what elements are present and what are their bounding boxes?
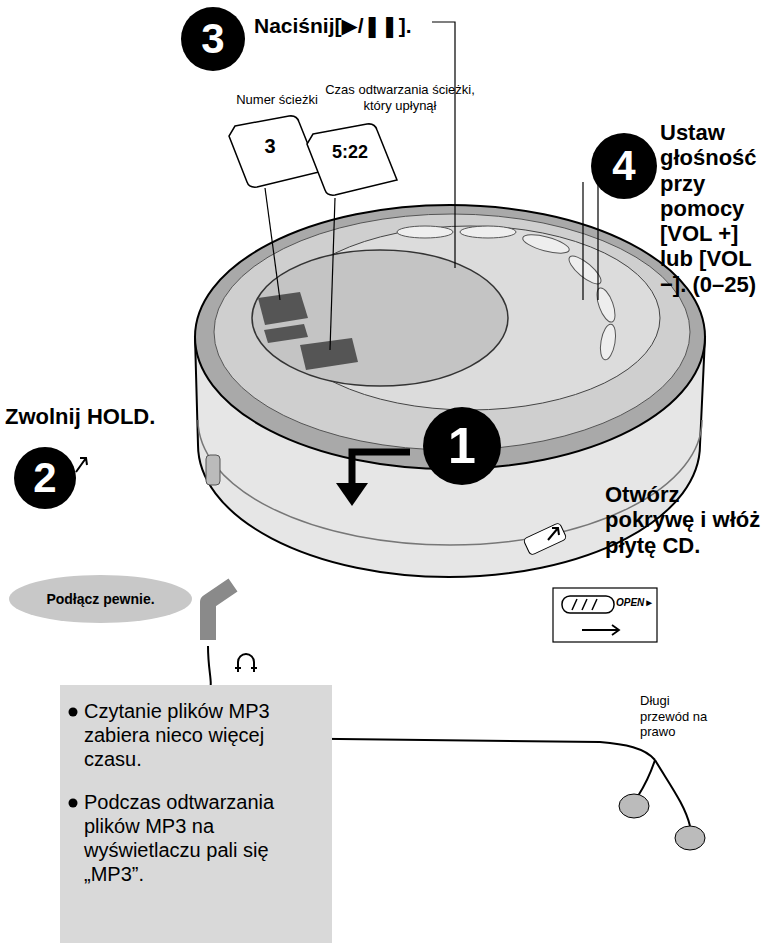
step-callout-shape	[591, 133, 657, 199]
open-arrow	[336, 452, 410, 506]
display-tag-text: Numer ścieżki	[212, 92, 342, 108]
bullet	[69, 799, 78, 808]
step-callout-shape	[181, 7, 245, 71]
cable	[638, 760, 655, 796]
display-area	[252, 250, 508, 386]
step-callout-shape	[423, 407, 501, 485]
step-callout-text: Zwolnij HOLD.	[5, 404, 195, 429]
note-box: Czytanie plików MP3 zabiera nieco więcej…	[60, 685, 332, 943]
display-tag-shape	[307, 124, 397, 195]
bullet	[69, 708, 78, 717]
step-callout: 1Otwórz pokrywę i włóż płytę CD.	[422, 402, 765, 592]
step-callout-text: 4	[590, 132, 658, 200]
display-segment	[264, 324, 308, 343]
button	[593, 286, 618, 325]
display-tag-text: 3	[250, 134, 290, 158]
step-callout-text: 2	[13, 446, 77, 510]
step-callout: Zwolnij HOLD. 2	[5, 400, 195, 520]
slider-knob	[562, 596, 614, 613]
step-callout-text: Naciśnij[▶/❚❚].	[254, 14, 460, 38]
hold-arrow	[76, 458, 87, 472]
display-tag-text: Czas odtwarzania ścieżki, który upłynął	[325, 82, 475, 113]
bracket-line	[582, 182, 583, 300]
button	[460, 226, 516, 238]
leader-line	[330, 198, 335, 350]
plug	[208, 585, 233, 640]
button	[397, 226, 453, 238]
display-tag: Czas odtwarzania ścieżki, który upłynął 5…	[300, 82, 475, 200]
note-box-outline	[60, 685, 332, 943]
headphone-symbol	[235, 654, 257, 672]
cable	[655, 760, 690, 826]
display-tag-shape	[229, 116, 319, 187]
earbud	[675, 826, 705, 850]
inset-arrow	[582, 625, 619, 635]
arrow-shaft	[352, 452, 410, 486]
note-box-text: Podczas odtwarzania plików MP3 na wyświe…	[84, 790, 324, 886]
open-slider	[523, 522, 567, 555]
step-callout-shape	[14, 447, 76, 509]
display-segment	[258, 292, 308, 325]
step-callout: 4Ustaw głośność przy pomocy [VOL +] lub …	[590, 120, 765, 390]
inset-box	[553, 588, 657, 642]
step-callout: 3 Naciśnij[▶/❚❚].	[180, 6, 460, 72]
note-box-text: Czytanie plików MP3 zabiera nieco więcej…	[84, 699, 324, 771]
button	[521, 231, 571, 257]
cable-note: Długi przewód na prawo	[640, 693, 720, 740]
display-tag-text: 5:22	[320, 142, 380, 164]
leader-lines	[265, 22, 598, 350]
slider-hatch	[572, 599, 597, 610]
side-jack	[206, 455, 220, 485]
leader-line	[265, 188, 280, 300]
speech-bubble-shape	[9, 575, 192, 623]
earbud	[619, 794, 649, 818]
bracket-line	[597, 178, 598, 300]
arrow-head	[336, 483, 368, 506]
step-callout-text: Ustaw głośność przy pomocy [VOL +] lub […	[660, 120, 765, 297]
slider-label: OPEN►	[616, 597, 656, 609]
step-callout-text: 1	[422, 406, 502, 486]
slider-arrow	[548, 528, 559, 540]
note-box-shape	[60, 685, 332, 943]
leader-line	[432, 22, 455, 268]
speech-bubble-text: Podłącz pewnie.	[8, 574, 193, 624]
step-callout-text: 3	[180, 6, 246, 72]
button	[565, 252, 605, 288]
button	[598, 323, 618, 361]
speech-bubble: Podłącz pewnie.	[8, 574, 193, 624]
step-callout-text: Otwórz pokrywę i włóż płytę CD.	[605, 482, 765, 558]
display-segment	[300, 338, 358, 370]
slider-inset	[553, 588, 657, 642]
